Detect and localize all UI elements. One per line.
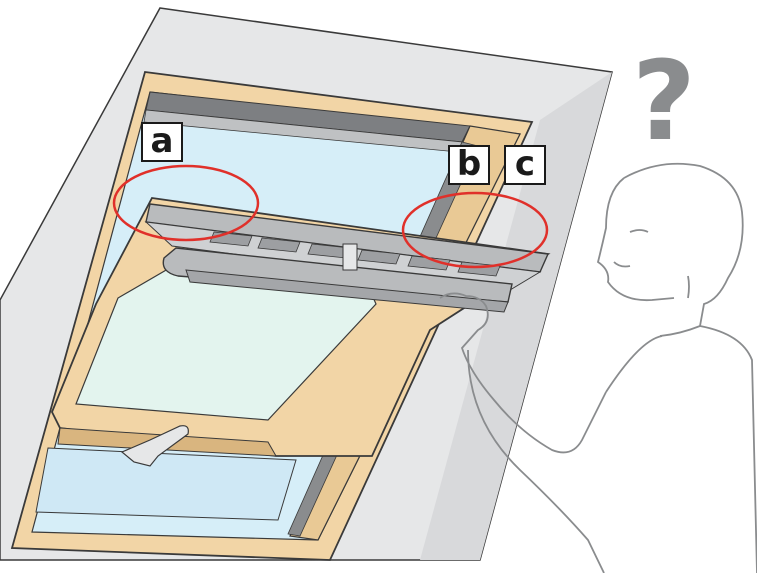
label-b: b [448, 145, 490, 185]
label-a: a [141, 122, 183, 162]
question-mark-icon: ? [632, 46, 696, 156]
handle-latch [343, 244, 357, 270]
lower-glass [36, 448, 296, 520]
label-c: c [504, 145, 546, 185]
